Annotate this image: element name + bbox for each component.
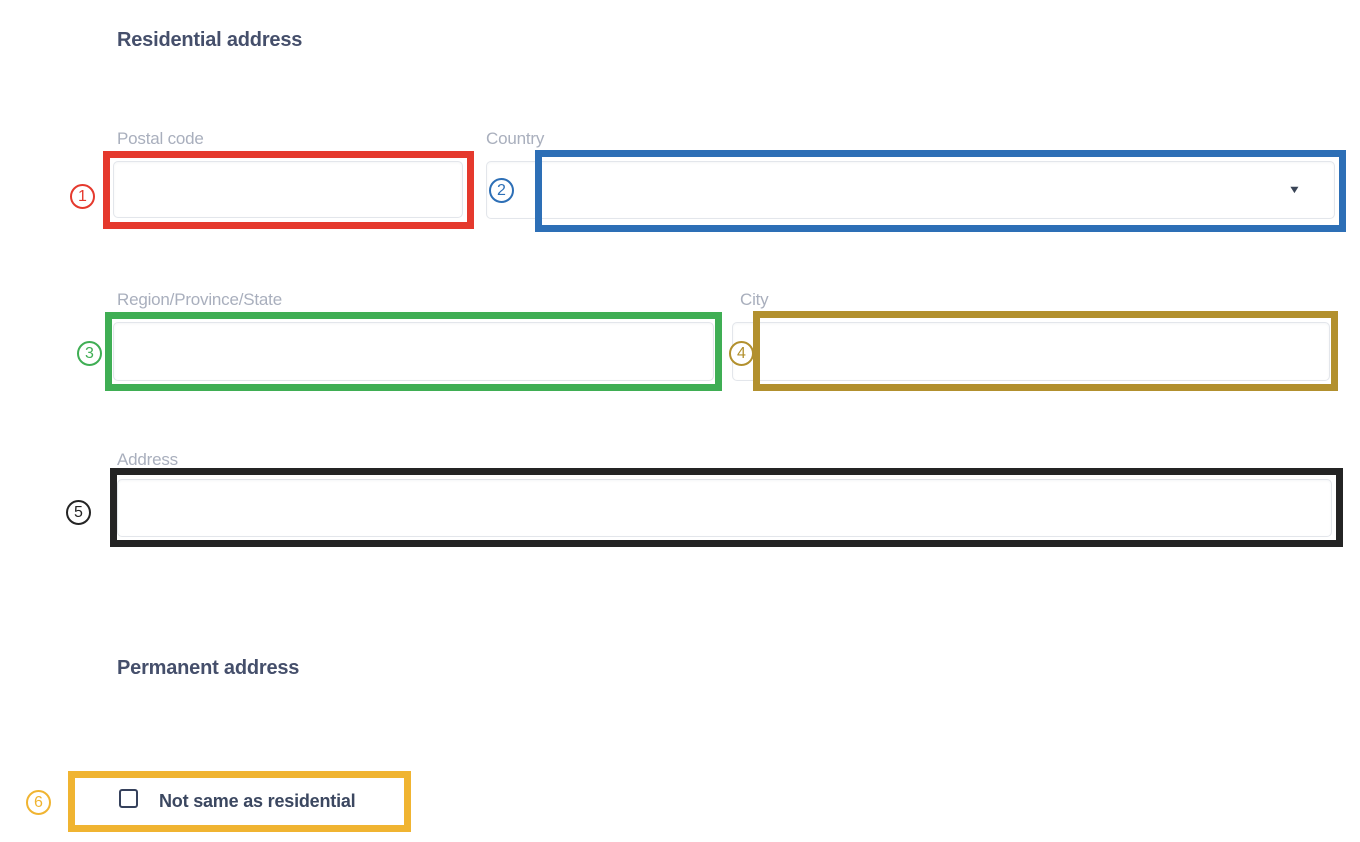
annotation-box-6-checkbox <box>68 771 411 832</box>
postal-code-label: Postal code <box>117 129 204 148</box>
country-select[interactable]: ▼ <box>486 161 1335 219</box>
annotation-marker-1: 1 <box>70 184 95 209</box>
city-label: City <box>740 290 769 309</box>
caret-down-icon: ▼ <box>1287 183 1302 196</box>
address-label: Address <box>117 450 178 469</box>
country-label: Country <box>486 129 545 148</box>
address-input[interactable] <box>117 479 1332 537</box>
annotation-marker-5: 5 <box>66 500 91 525</box>
postal-code-input[interactable] <box>113 161 463 218</box>
not-same-checkbox-label[interactable]: Not same as residential <box>159 791 356 811</box>
annotation-box-4-city <box>753 311 1338 391</box>
city-input[interactable] <box>732 322 1330 381</box>
annotation-box-5-address <box>110 468 1343 547</box>
annotation-marker-4: 4 <box>729 341 754 366</box>
annotation-box-1-postal-code <box>103 151 474 229</box>
annotation-marker-2: 2 <box>489 178 514 203</box>
annotation-marker-6: 6 <box>26 790 51 815</box>
permanent-address-title: Permanent address <box>117 657 300 679</box>
annotation-box-2-country <box>535 150 1346 232</box>
annotation-box-3-region <box>105 312 722 391</box>
residential-address-title: Residential address <box>117 29 303 51</box>
not-same-checkbox[interactable] <box>119 789 138 808</box>
region-input[interactable] <box>113 322 714 381</box>
region-province-state-label: Region/Province/State <box>117 290 282 309</box>
annotation-marker-3: 3 <box>77 341 102 366</box>
